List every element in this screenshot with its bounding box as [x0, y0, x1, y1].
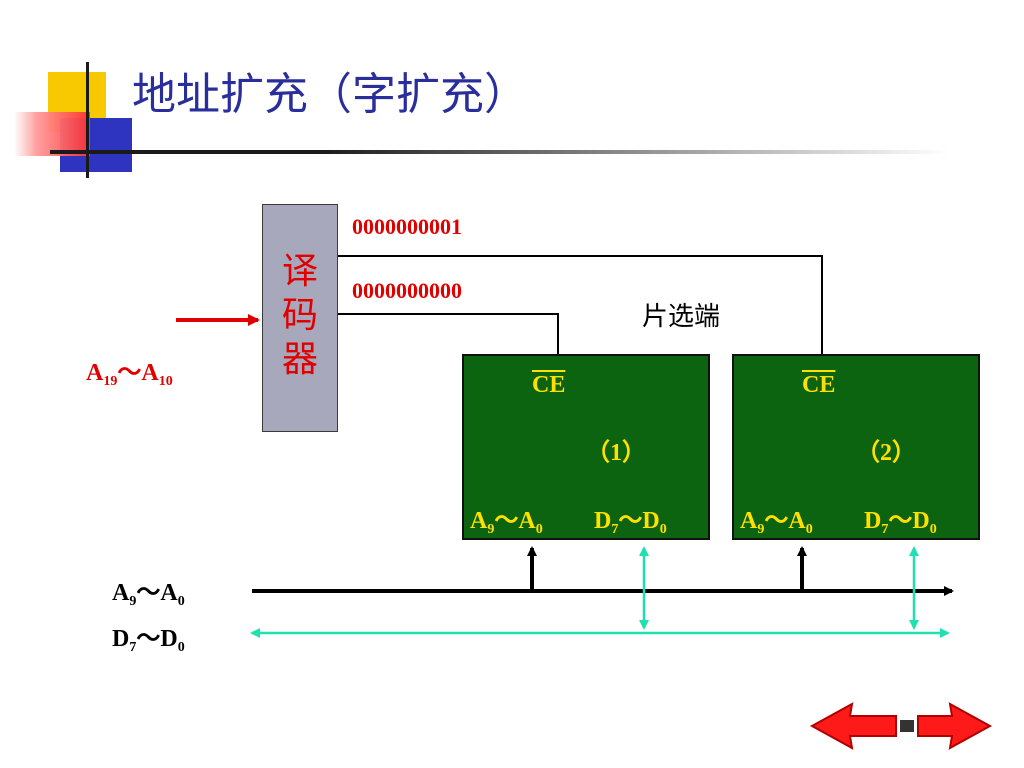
decoder-label-line: 译	[281, 251, 318, 292]
chip-1-ce: CE	[532, 372, 566, 398]
chip-1-address-pins: A9～A0	[470, 508, 543, 537]
right-arrow-icon[interactable]	[917, 702, 993, 750]
chip-2-address-pins: A9～A0	[740, 508, 813, 537]
decoder-label-line: 码	[281, 295, 318, 336]
title-underline	[50, 150, 950, 154]
chip-1-data-pins: D7～D0	[594, 508, 667, 537]
memory-chip-1	[462, 354, 710, 540]
data-bus-label: D7～D0	[112, 626, 185, 655]
chip-2-ce: CE	[802, 372, 836, 398]
title-decoration-red	[14, 112, 90, 156]
left-arrow-icon[interactable]	[809, 702, 897, 750]
decoder-output-code-bottom: 0000000000	[352, 278, 462, 303]
memory-chip-2	[732, 354, 980, 540]
arrow-separator-icon	[900, 720, 914, 732]
chip-2-number: （2）	[856, 440, 916, 466]
slide-title: 地址扩充（字扩充）	[132, 69, 528, 120]
chip-select-wire-2	[338, 255, 823, 354]
chip-1-number: （1）	[586, 440, 646, 466]
chip-2-data-pins: D7～D0	[864, 508, 937, 537]
chip-select-label: 片选端	[642, 302, 721, 332]
chip-select-wire-1	[338, 313, 559, 354]
decoder-box	[262, 204, 338, 432]
decoder-output-code-top: 0000000001	[352, 214, 462, 239]
title-decoration-vertical-line	[86, 62, 89, 178]
decoder-label-line: 器	[281, 339, 318, 380]
decoder-label: 译 码 器	[262, 250, 338, 382]
decoder-input-label: A19～A10	[86, 360, 173, 389]
address-bus-label: A9～A0	[112, 580, 185, 609]
